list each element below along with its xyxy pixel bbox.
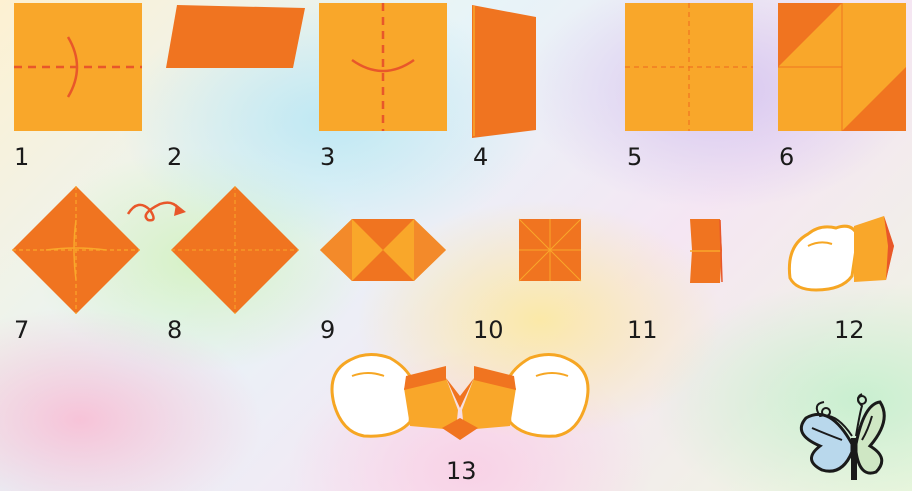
- step-number-7: 7: [14, 316, 29, 344]
- step-1-figure: [14, 3, 142, 131]
- step-number-12: 12: [834, 316, 865, 344]
- step-3-figure: [319, 3, 447, 131]
- step-number-10: 10: [473, 316, 504, 344]
- step-9-figure: [320, 219, 446, 281]
- step-number-2: 2: [167, 143, 182, 171]
- flip-over-arrow-icon: [128, 203, 186, 221]
- step-11-figure: [690, 219, 722, 283]
- step-7-figure: [12, 186, 140, 314]
- step-number-8: 8: [167, 316, 182, 344]
- step-2-figure: [166, 5, 305, 68]
- step-number-6: 6: [779, 143, 794, 171]
- step-5-figure: [625, 3, 753, 131]
- step-number-9: 9: [320, 316, 335, 344]
- step-6-figure: [778, 3, 906, 131]
- hand-icon: [332, 354, 414, 436]
- step-8-figure: [171, 186, 299, 314]
- butterfly-icon: [801, 394, 884, 480]
- hand-icon: [506, 354, 588, 436]
- step-12-figure: [789, 216, 894, 290]
- step-13-figure: [332, 354, 588, 440]
- step-number-4: 4: [473, 143, 488, 171]
- step-number-1: 1: [14, 143, 29, 171]
- step-number-5: 5: [627, 143, 642, 171]
- hand-icon: [789, 226, 858, 290]
- step-number-11: 11: [627, 316, 658, 344]
- step-10-figure: [519, 219, 581, 281]
- step-number-3: 3: [320, 143, 335, 171]
- step-number-13: 13: [446, 457, 477, 485]
- step-4-figure: [472, 5, 536, 138]
